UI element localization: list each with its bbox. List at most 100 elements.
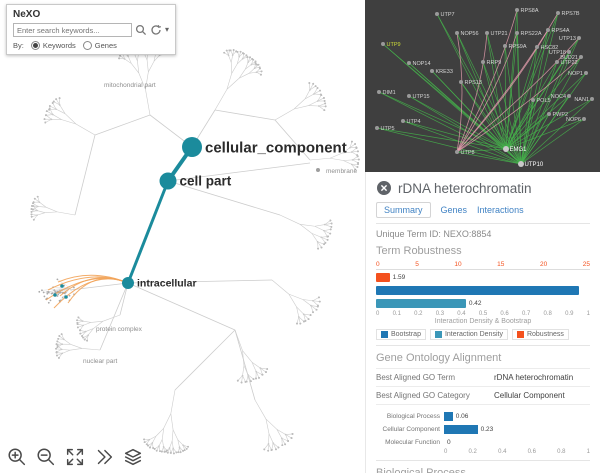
term-node[interactable] [159,172,177,190]
bar-interaction-density[interactable] [376,299,466,308]
gene-label[interactable]: POL5 [537,98,551,104]
gene-node[interactable] [556,11,560,15]
gene-label[interactable]: RPS22A [521,31,542,37]
go-chart-bar[interactable] [444,411,453,421]
gene-label[interactable]: UTP7 [441,12,455,18]
axis-tick: 15 [497,261,505,268]
gene-node[interactable] [459,80,463,84]
gene-label[interactable]: NOP6 [566,117,581,123]
gene-label[interactable]: BUD21 [560,55,578,61]
gene-node[interactable] [515,8,519,12]
close-circle-icon[interactable] [376,180,392,196]
gene-node[interactable] [503,44,507,48]
zoom-in-icon[interactable] [6,446,28,468]
gene-label[interactable]: UTP10 [525,162,544,168]
gene-node[interactable] [401,119,405,123]
gene-node[interactable] [430,69,434,73]
gene-node[interactable] [567,94,571,98]
gene-node[interactable] [455,150,459,154]
gene-label[interactable]: UTP18 [549,50,566,56]
gene-label[interactable]: NOP1 [568,71,583,77]
gene-label[interactable]: UTP9 [387,42,401,48]
gene-node[interactable] [515,31,519,35]
gene-label[interactable]: UTP5 [381,126,395,132]
bar-bootstrap[interactable] [376,286,580,295]
double-chevron-icon[interactable] [93,446,115,468]
app-title: NeXO [13,9,41,20]
gene-label[interactable]: RPS4A [552,28,570,34]
gene-node[interactable] [584,71,588,75]
bar-robustness[interactable] [376,273,390,282]
go-chart-bar[interactable] [444,424,478,434]
term-node[interactable] [182,137,202,157]
gene-label[interactable]: RPS7B [562,11,580,17]
magnifier-icon[interactable] [135,24,147,36]
axis-tick: 0.8 [557,449,566,455]
gene-label[interactable]: UTP15 [413,94,430,100]
gene-label[interactable]: NOP56 [461,31,479,37]
refresh-icon[interactable] [150,24,162,36]
gene-node[interactable] [485,31,489,35]
radio-genes-dot[interactable] [82,41,92,50]
gene-label[interactable]: HSC82 [541,45,559,51]
search-input[interactable] [13,23,132,37]
gene-label[interactable]: RPS9A [509,44,527,50]
axis-tick: 0.4 [498,449,507,455]
gene-node[interactable] [577,36,581,40]
gene-node[interactable] [381,42,385,46]
layers-icon[interactable] [122,446,144,468]
tab-genes[interactable]: Genes [440,205,468,215]
gene-label[interactable]: UTP8 [461,150,475,156]
gene-node[interactable] [481,60,485,64]
term-label[interactable]: intracellular [137,278,197,290]
gene-node[interactable] [535,45,539,49]
gene-node[interactable] [531,98,535,102]
gene-network-canvas[interactable]: UTP7 RPS8A RPS7B NOP56 UTP21 RPS22A RPS4A UTP13… [365,0,600,172]
term-label[interactable]: cellular_component [205,139,347,156]
gene-node[interactable] [377,90,381,94]
gene-node[interactable] [547,112,551,116]
gene-node[interactable] [567,50,571,54]
radio-keywords-dot[interactable] [30,41,40,50]
gene-label[interactable]: RPS8A [521,8,539,14]
gene-node[interactable] [579,55,583,59]
tab-interactions[interactable]: Interactions [477,205,524,215]
gene-label[interactable]: KRE33 [436,69,453,75]
gene-label[interactable]: NOP14 [413,61,431,67]
gene-label[interactable]: UTP13 [559,36,576,42]
gene-node[interactable] [407,61,411,65]
term-label-small[interactable]: membrane [326,168,357,175]
radio-keywords[interactable]: Keywords [30,41,76,50]
gene-node[interactable] [518,161,524,167]
gene-label[interactable]: UTP21 [491,31,508,37]
gene-node[interactable] [546,28,550,32]
gene-node[interactable] [435,12,439,16]
gene-node[interactable] [455,31,459,35]
gene-label[interactable]: NOC4 [551,94,566,100]
gene-node[interactable] [503,146,509,152]
gene-node[interactable] [407,94,411,98]
fit-screen-icon[interactable] [64,446,86,468]
tab-summary[interactable]: Summary [376,202,431,218]
gene-label[interactable]: DIM1 [383,90,396,96]
gene-label[interactable]: EMG1 [510,147,528,153]
gene-node[interactable] [555,60,559,64]
gene-label[interactable]: UTP22 [561,60,578,66]
gene-label[interactable]: UTP4 [407,119,421,125]
term-label[interactable]: cell part [180,174,232,189]
gene-label[interactable]: RRP9 [487,60,502,66]
term-label-small[interactable]: protein complex [96,326,143,333]
gene-node[interactable] [375,126,379,130]
gene-node[interactable] [590,97,594,101]
term-label-small[interactable]: nuclear part [83,358,118,365]
term-node[interactable] [122,277,134,289]
term-label-small[interactable]: mitochondrial part [104,82,156,89]
gene-label[interactable]: PWP2 [553,112,569,118]
gene-label[interactable]: RPS13 [465,80,482,86]
gene-label[interactable]: NAN1 [574,97,589,103]
zoom-out-icon[interactable] [35,446,57,468]
radio-genes[interactable]: Genes [82,41,117,50]
gene-node[interactable] [582,117,586,121]
